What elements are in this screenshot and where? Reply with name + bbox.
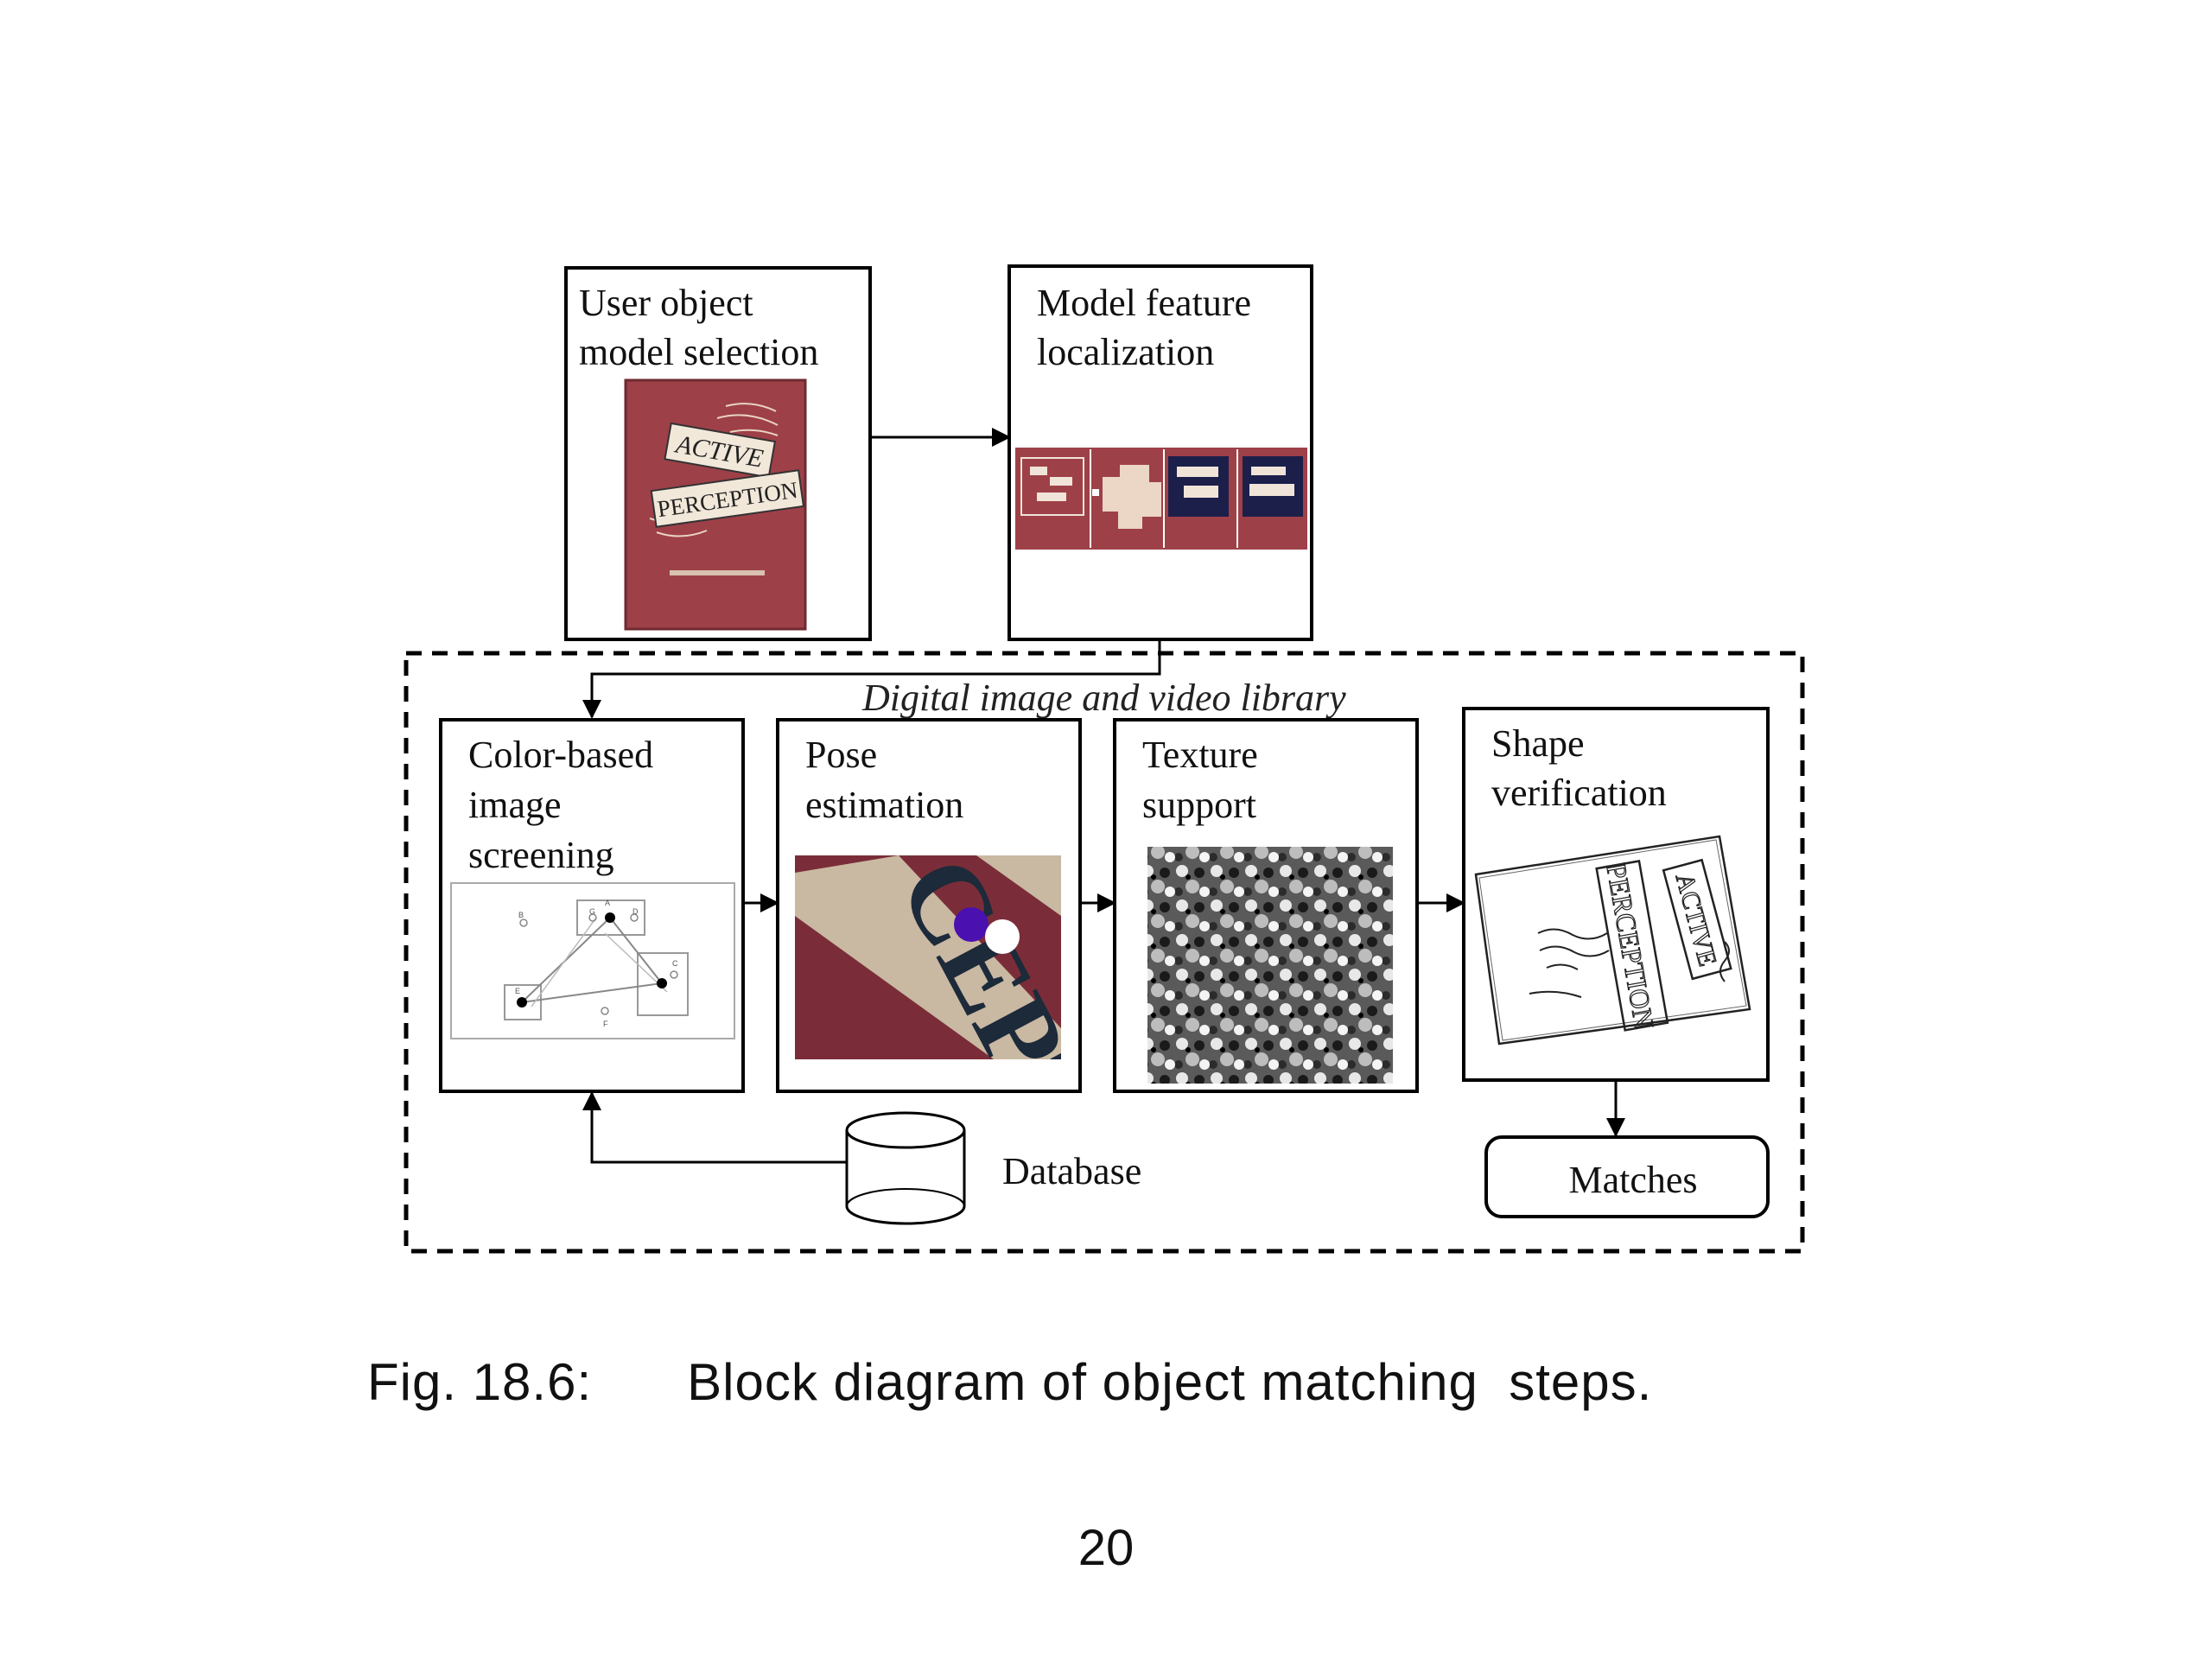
shape-title-line2: verification <box>1491 772 1667 814</box>
figure-caption: Fig. 18.6: Block diagram of object matchi… <box>367 1352 1652 1412</box>
user-object-model-selection-box: User object model selection ACTIVE PERCE… <box>564 266 872 641</box>
user-model-title-line2: model selection <box>579 331 818 373</box>
shape-title-line1: Shape <box>1491 722 1585 765</box>
feature-panel-1 <box>1020 457 1084 516</box>
color-screening-box: Color-based image screening A B C D E <box>439 718 745 1093</box>
arrow-database-to-screening <box>582 1091 847 1164</box>
graph-letter-a: A <box>605 899 610 907</box>
color-screening-title-line1: Color-based <box>468 734 653 776</box>
feature-localization-title-line2: localization <box>1037 331 1214 373</box>
graph-letter-b: B <box>518 911 524 919</box>
arrow-feature-to-screening <box>582 639 1161 719</box>
shape-verification-box: Shape verification PERCEPTION ACTIVE <box>1462 707 1770 1082</box>
database-label: Database <box>1002 1150 1141 1192</box>
pose-marker-1 <box>954 907 988 942</box>
texture-image <box>1147 847 1393 1084</box>
user-model-title-line1: User object <box>579 282 753 324</box>
texture-title-line2: support <box>1142 784 1256 826</box>
book-cover-image: ACTIVE PERCEPTION <box>624 378 807 631</box>
pose-estimation-box: Pose estimation CEPTI <box>776 718 1082 1093</box>
figure-caption-text: Block diagram of object matching steps. <box>687 1353 1653 1411</box>
database-cylinder <box>845 1111 966 1225</box>
color-screening-title-line3: screening <box>468 834 614 876</box>
pose-marker-2 <box>985 919 1020 954</box>
screening-graph-image: A B C D E F G <box>450 882 735 1039</box>
feature-localization-title-line1: Model feature <box>1037 282 1251 324</box>
graph-letter-g: G <box>589 907 595 916</box>
figure-number: Fig. 18.6: <box>367 1353 593 1411</box>
graph-letter-d: D <box>632 907 639 916</box>
library-label: Digital image and video library <box>861 677 1346 719</box>
feature-panel-4 <box>1243 456 1303 517</box>
matches-box: Matches <box>1484 1135 1770 1218</box>
feature-localization-strip-image <box>1015 448 1307 550</box>
matches-label: Matches <box>1568 1159 1697 1201</box>
graph-letter-c: C <box>672 959 678 968</box>
digital-library-region <box>404 651 1805 1254</box>
graph-letter-f: F <box>603 1020 608 1028</box>
pose-crop-image: CEPTI <box>795 855 1061 1059</box>
feature-panel-2 <box>1092 465 1161 529</box>
model-feature-localization-box: Model feature localization <box>1007 264 1313 641</box>
page-number: 20 <box>1077 1520 1135 1576</box>
pose-title-line2: estimation <box>805 784 963 826</box>
color-screening-title-line2: image <box>468 784 562 826</box>
feature-panel-3 <box>1168 456 1229 517</box>
graph-letter-e: E <box>515 987 520 995</box>
pose-title-line1: Pose <box>805 734 877 776</box>
texture-support-box: Texture support <box>1113 718 1419 1093</box>
texture-title-line1: Texture <box>1142 734 1258 776</box>
